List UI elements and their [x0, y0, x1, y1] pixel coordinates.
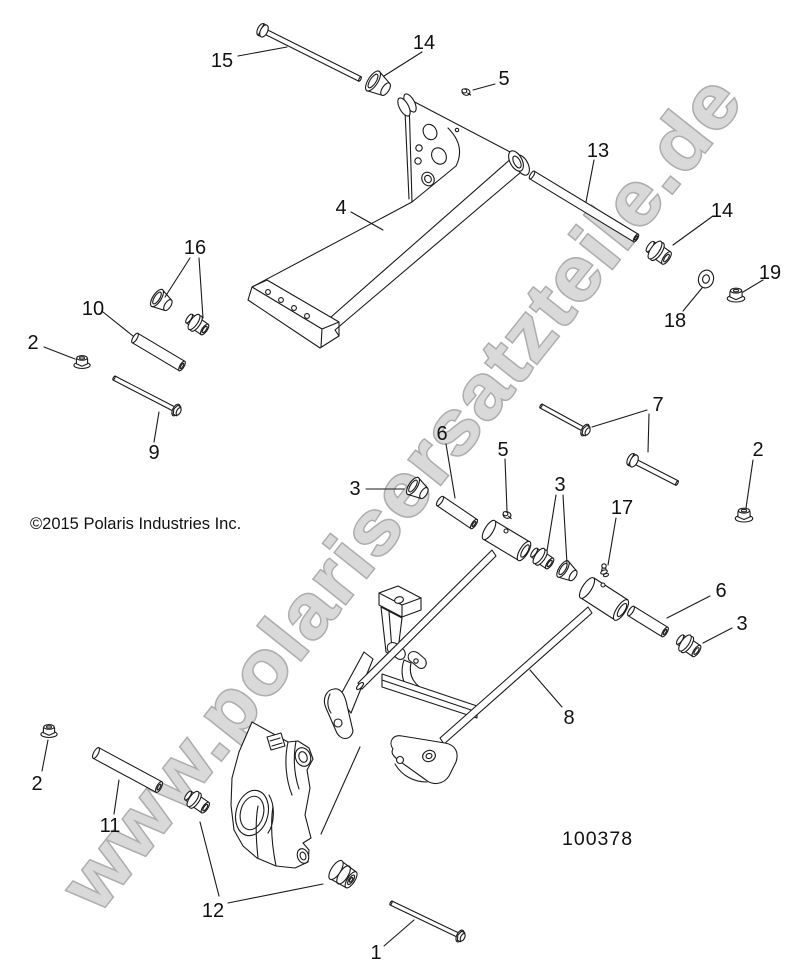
leader-line — [666, 595, 711, 619]
callout-6: 6 — [436, 423, 447, 445]
leader-line — [383, 51, 423, 77]
upper-trailing-arm-drawing — [355, 519, 532, 691]
leader-line — [445, 443, 456, 499]
bushing-16b — [185, 313, 210, 336]
leader-line — [41, 739, 49, 772]
part-number: 100378 — [562, 828, 633, 850]
spacer-6b — [627, 605, 669, 638]
upper-a-arm-drawing — [247, 93, 530, 349]
leader-line — [113, 779, 120, 815]
leader-line — [164, 257, 191, 298]
callout-9: 9 — [148, 442, 159, 464]
callout-6: 6 — [715, 580, 726, 602]
leader-line — [504, 458, 508, 512]
callout-14: 14 — [711, 200, 733, 222]
leader-line — [585, 159, 595, 203]
bushing-3d — [675, 634, 702, 658]
leader-line — [383, 919, 415, 947]
callout-8: 8 — [563, 707, 574, 729]
bearing-carrier-drawing — [230, 721, 361, 869]
spacer-6a — [435, 495, 479, 530]
callout-1: 1 — [370, 942, 381, 964]
leader-line — [742, 279, 764, 293]
callout-12: 12 — [202, 900, 224, 922]
leader-line — [43, 346, 76, 360]
callout-17: 17 — [611, 497, 633, 519]
nut-2a — [73, 355, 91, 370]
callout-5: 5 — [498, 68, 509, 90]
callout-15: 15 — [211, 50, 233, 72]
callout-19: 19 — [759, 262, 781, 284]
leader-line — [529, 669, 563, 708]
bolt-7-lower — [626, 452, 679, 486]
bolt-7-upper — [539, 403, 591, 437]
callout-2: 2 — [27, 332, 38, 354]
callout-16: 16 — [184, 237, 206, 259]
leader-line — [102, 311, 134, 337]
screw-5a — [461, 88, 472, 96]
leader-line — [672, 215, 714, 246]
callout-3: 3 — [349, 478, 360, 500]
callout-13: 13 — [587, 140, 609, 162]
nut-2b — [734, 507, 754, 523]
leader-line — [199, 821, 220, 897]
callout-7: 7 — [652, 394, 663, 416]
callout-2: 2 — [752, 439, 763, 461]
leader-line — [607, 517, 617, 566]
leader-line — [350, 211, 384, 231]
callout-14: 14 — [413, 32, 435, 54]
fitting-17 — [600, 563, 610, 578]
leader-line — [745, 459, 754, 509]
bolt-15 — [256, 22, 362, 82]
copyright-text: ©2015 Polaris Industries Inc. — [30, 515, 241, 533]
bushing-12b — [328, 859, 358, 889]
leader-lines-layer — [41, 46, 764, 947]
callout-10: 10 — [82, 298, 104, 320]
leader-line — [237, 46, 288, 57]
spacer-10 — [131, 332, 186, 372]
leader-line — [472, 83, 496, 91]
nut-2c — [40, 724, 58, 739]
leader-line — [546, 494, 557, 552]
nut-19 — [726, 287, 746, 303]
screw-5b — [502, 511, 512, 520]
bolt-9 — [112, 375, 182, 417]
callout-5: 5 — [497, 439, 508, 461]
bushing-3b — [530, 547, 555, 570]
bolt-1 — [389, 900, 466, 943]
leader-line — [198, 257, 204, 319]
callout-11: 11 — [100, 815, 121, 837]
leader-line — [227, 883, 324, 904]
bushing-12a — [184, 790, 210, 814]
spacer-11 — [91, 747, 164, 793]
watermark-text: www.polarisersatzteile.de — [44, 59, 759, 927]
shaft-13 — [528, 170, 640, 243]
bushing-3a — [405, 476, 429, 500]
washer-18 — [697, 269, 715, 289]
leader-line — [591, 409, 648, 428]
bushing-14-upper — [364, 70, 391, 96]
bushing-16a — [149, 288, 173, 312]
callout-3: 3 — [554, 474, 565, 496]
bushing-14-right — [645, 240, 672, 265]
pivot-bracket-drawing — [323, 585, 478, 740]
leader-line — [682, 287, 703, 312]
leader-line — [153, 411, 160, 443]
leader-line — [702, 627, 733, 644]
bushing-3c — [556, 560, 578, 582]
callout-4: 4 — [335, 197, 346, 219]
lower-trailing-arm-drawing — [390, 577, 630, 785]
callout-18: 18 — [664, 310, 686, 332]
callout-3: 3 — [736, 613, 747, 635]
leader-line — [562, 494, 568, 565]
callout-2: 2 — [31, 773, 42, 795]
leader-line — [647, 413, 650, 453]
